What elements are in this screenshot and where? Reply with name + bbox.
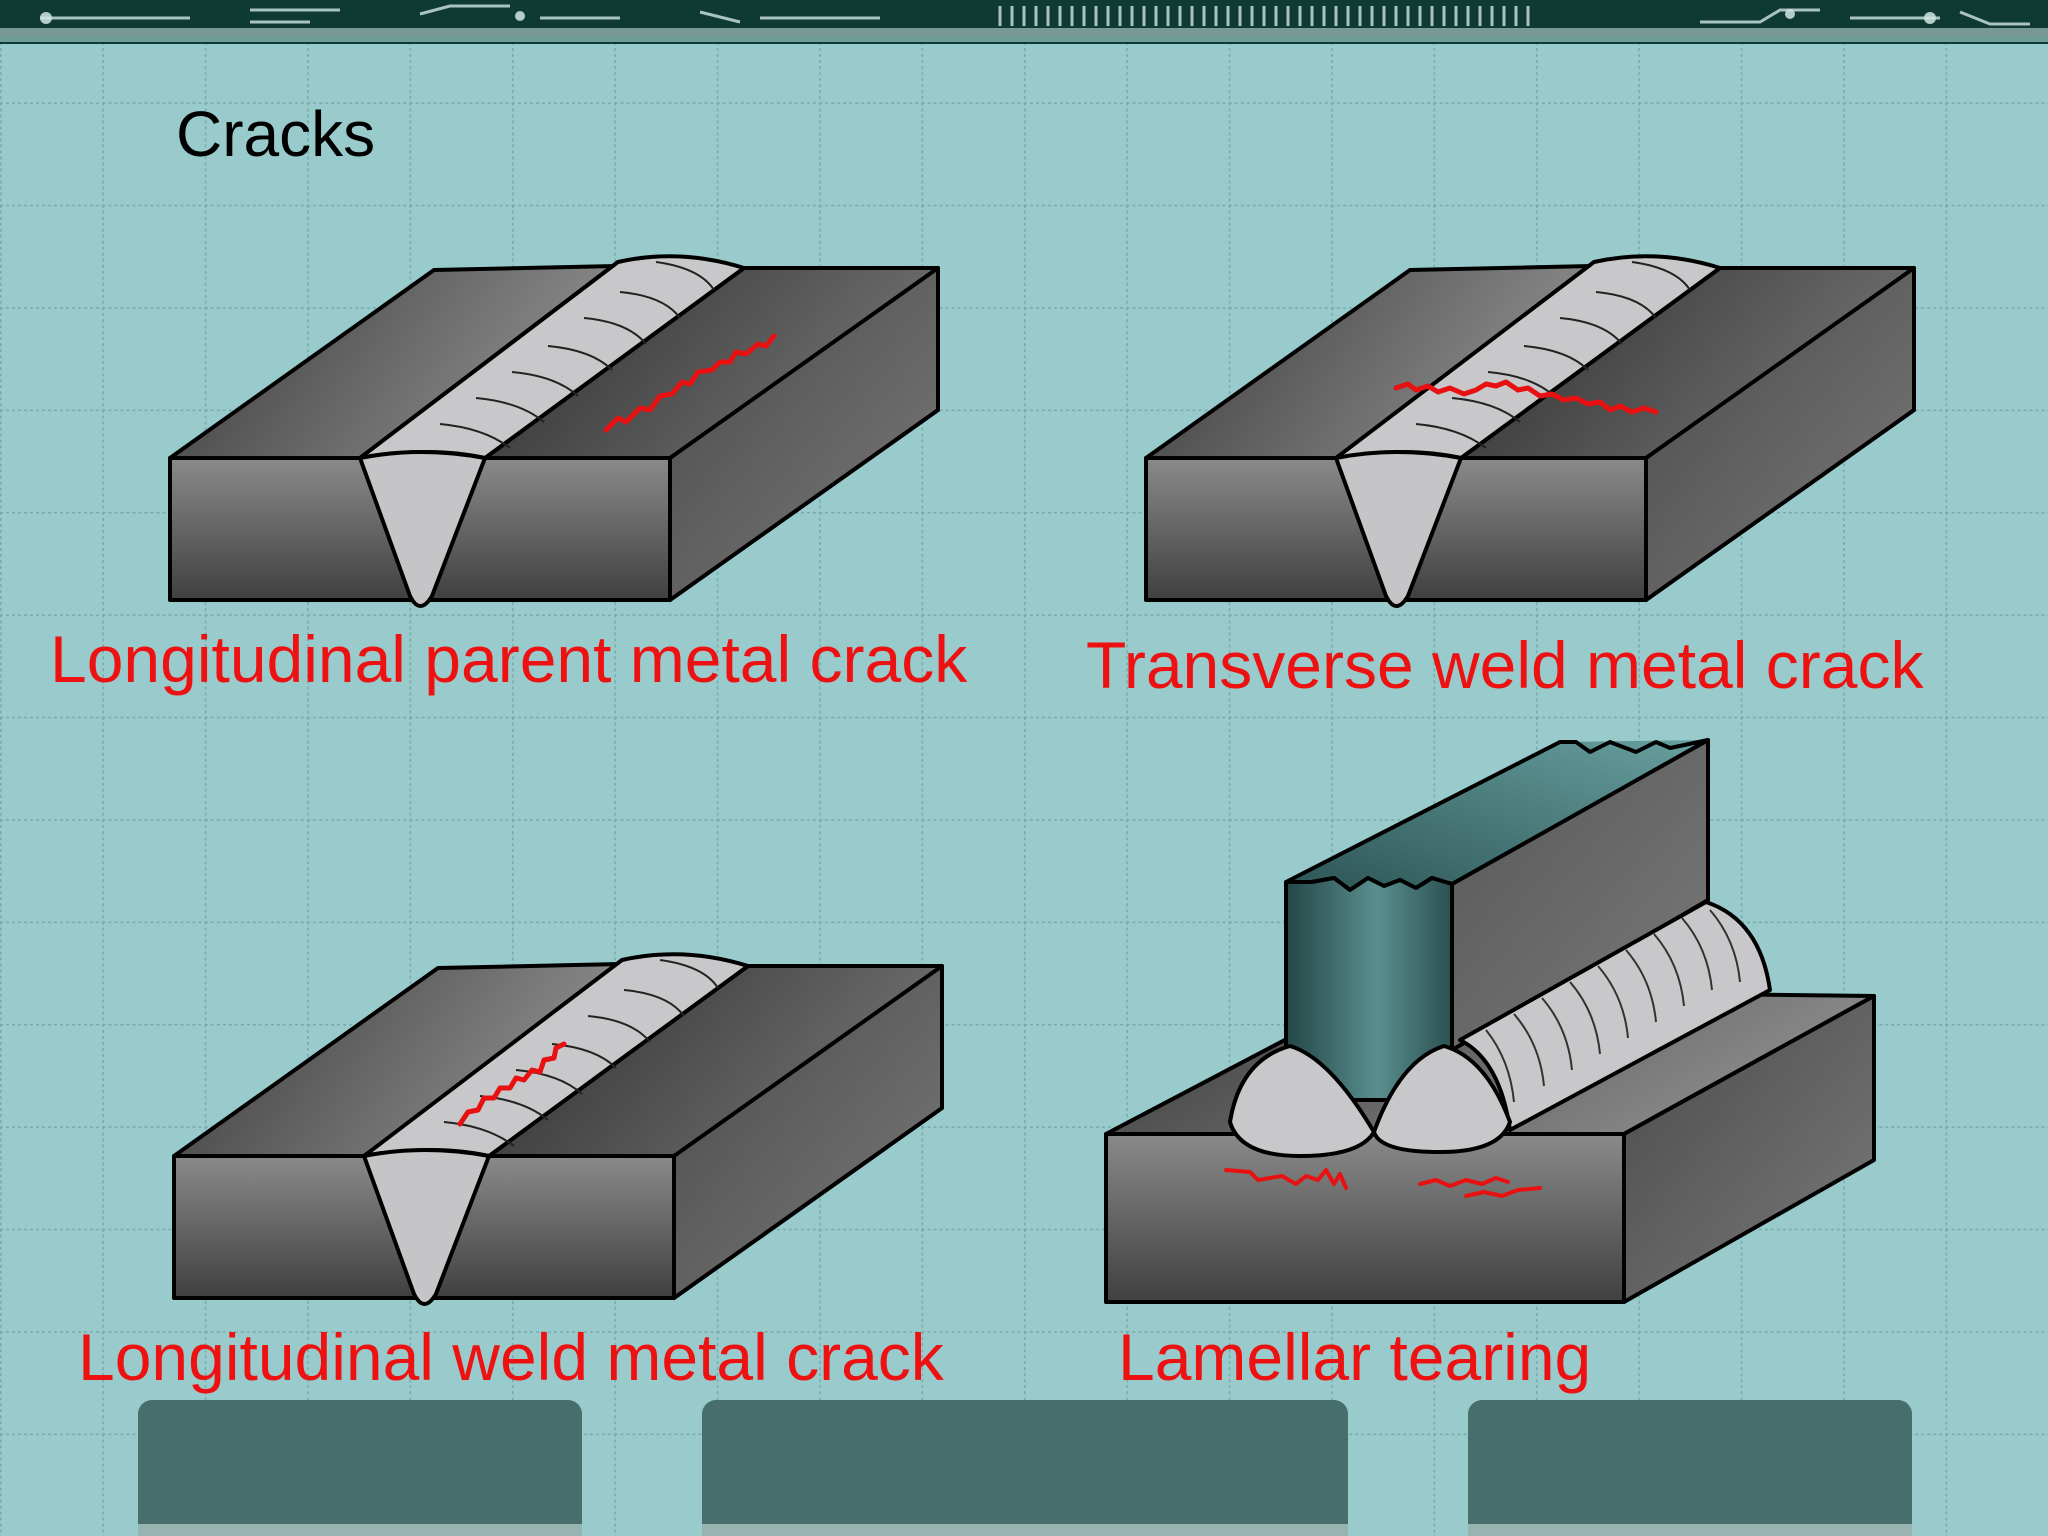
parent-metal-crack [603,333,777,433]
panel-3-butt-weld-diagram [172,952,944,1306]
caption-panel-1: Longitudinal parent metal crack [50,622,968,696]
transverse-weld-crack [1393,379,1659,415]
lamellar-tear-right [1418,1176,1542,1198]
caption-panel-4: Lamellar tearing [1118,1320,1592,1394]
lamellar-tear-left [1224,1168,1348,1190]
panel-4-t-joint-diagram [1104,738,1876,1304]
longitudinal-weld-crack [457,1041,567,1127]
panel-1-butt-weld-diagram [168,254,940,608]
circuit-header-strip [0,0,2048,44]
panel-2-butt-weld-diagram [1144,254,1916,608]
slide-title: Cracks [176,98,376,170]
caption-panel-2: Transverse weld metal crack [1086,628,1924,702]
footer-decoration [138,1400,1912,1536]
caption-panel-3: Longitudinal weld metal crack [78,1320,944,1394]
